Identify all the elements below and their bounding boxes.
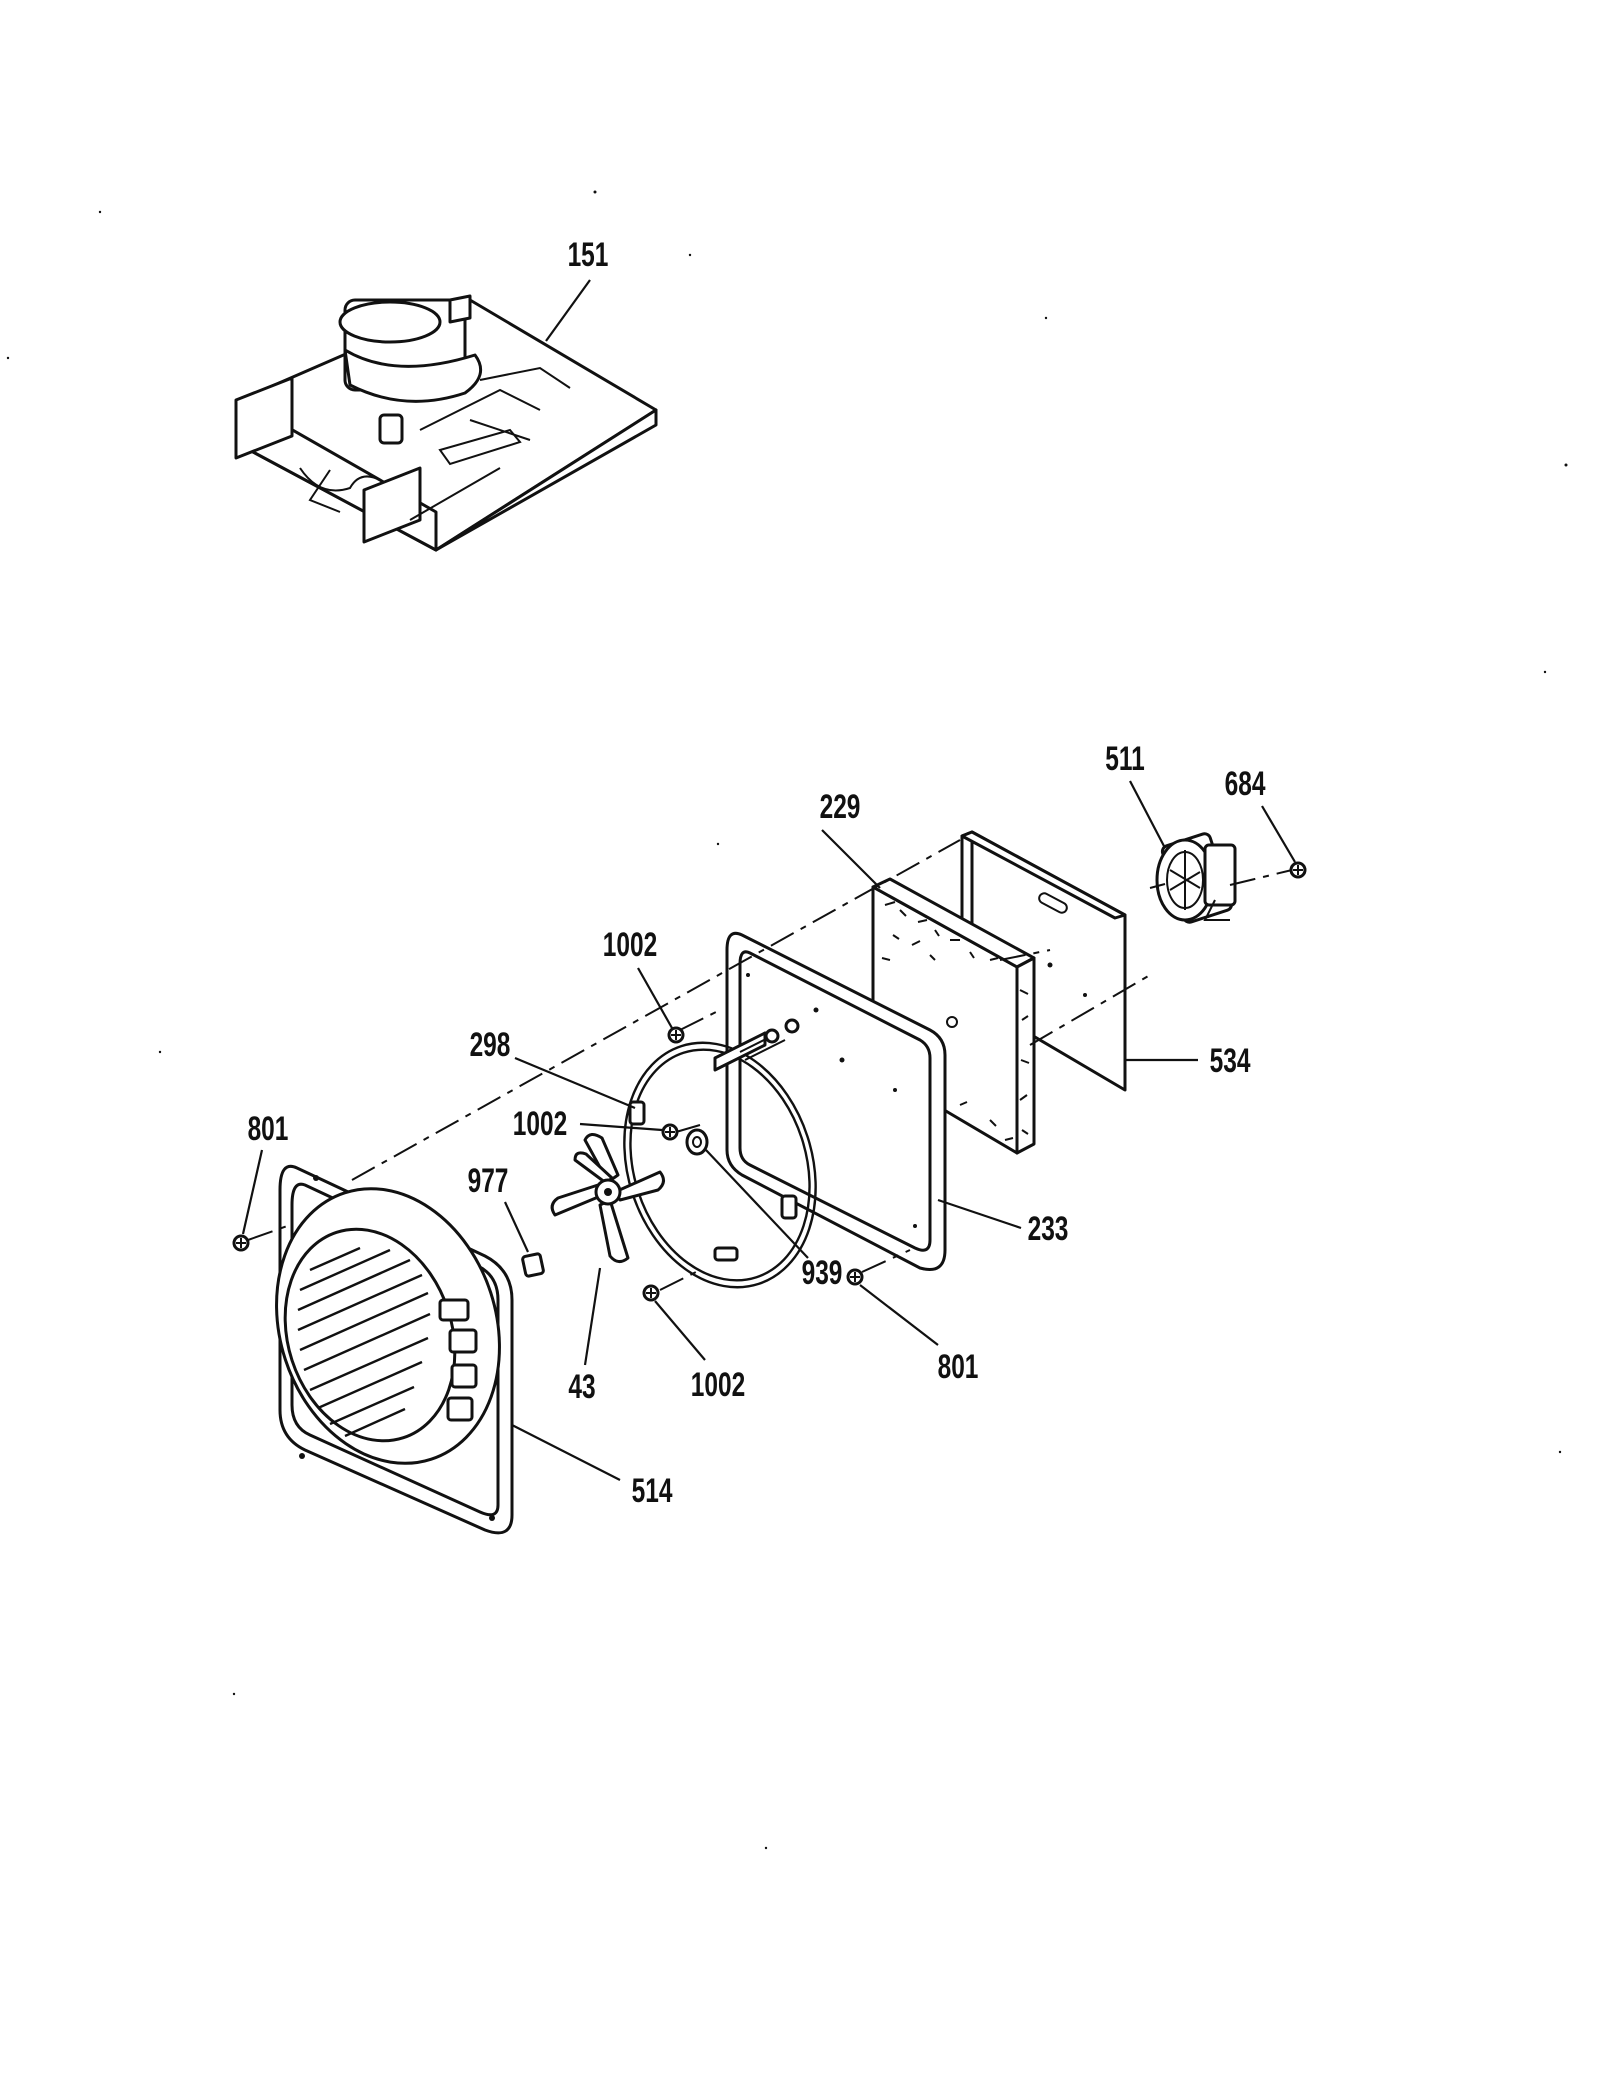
assembly-lines — [247, 839, 1293, 1291]
scan-specks — [6, 190, 1568, 1850]
part-511-fan-motor — [1129, 780, 1237, 924]
callout-1002-bottom: 1002 — [691, 1366, 745, 1404]
screw-1002-middle — [579, 1122, 679, 1141]
cover-vents — [438, 1298, 478, 1422]
part-151-motor-bracket — [234, 279, 658, 552]
callout-233: 233 — [1028, 1210, 1069, 1248]
part-977-nut — [504, 1201, 545, 1278]
callout-1002-top: 1002 — [603, 926, 657, 964]
callout-511: 511 — [1105, 740, 1144, 778]
part-43-fan-blade — [550, 1133, 665, 1366]
screw-801-left — [232, 1149, 264, 1252]
callout-298: 298 — [470, 1026, 511, 1064]
callout-534: 534 — [1210, 1042, 1251, 1080]
callout-229: 229 — [820, 788, 861, 826]
callout-684: 684 — [1225, 765, 1266, 803]
callout-801-right: 801 — [938, 1348, 979, 1386]
part-514-fan-cover — [275, 1164, 621, 1535]
callout-43: 43 — [568, 1368, 595, 1406]
screw-1002-top — [637, 967, 685, 1044]
callout-1002-middle: 1002 — [513, 1105, 567, 1143]
callout-939: 939 — [802, 1254, 843, 1292]
screw-801-right — [846, 1268, 939, 1346]
callout-514: 514 — [632, 1472, 673, 1510]
screw-1002-bottom — [642, 1284, 706, 1361]
callout-151: 151 — [568, 236, 609, 274]
callout-977: 977 — [468, 1162, 509, 1200]
callout-801-left: 801 — [248, 1110, 289, 1148]
part-534-rear-cover — [960, 830, 1198, 1092]
grille-slots — [297, 1246, 431, 1438]
part-684-screw — [1261, 805, 1307, 879]
part-939-washer — [685, 1128, 809, 1259]
callout-labels: 151 229 511 684 1002 298 534 1002 801 97… — [248, 236, 1266, 1510]
